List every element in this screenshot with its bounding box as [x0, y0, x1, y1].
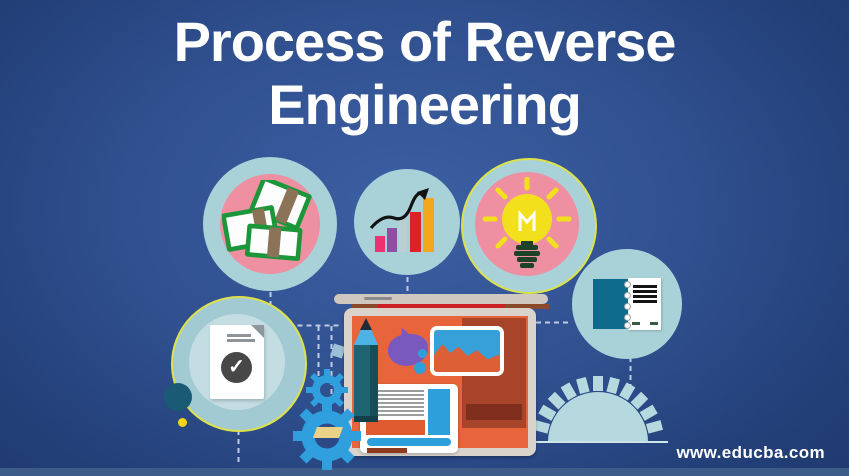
- approved-document-icon: ✓: [210, 325, 264, 399]
- website-url: www.educba.com: [676, 443, 825, 462]
- yellow-dot: [178, 418, 187, 427]
- notebook-text-lines: [633, 285, 657, 305]
- card-blue-block: [428, 389, 450, 435]
- bulb-circle-inner: [475, 172, 579, 276]
- page-fold: [251, 325, 264, 338]
- screen-brown-panel-bar: [466, 404, 522, 420]
- title-line-2: Engineering: [268, 73, 582, 136]
- monitor-top-bar-dash: [364, 297, 392, 300]
- speech-bubble-tail: [398, 325, 414, 341]
- card-text-lines: [375, 390, 424, 417]
- books-icon: [222, 180, 312, 262]
- blue-dot: [414, 362, 426, 374]
- notebook-circle: [572, 249, 682, 359]
- teal-dot: [164, 383, 192, 411]
- bottom-strip: [0, 468, 849, 476]
- monitor-top-bar: [334, 294, 548, 304]
- card-orange-block: [366, 420, 425, 435]
- pencil-lead: [360, 318, 372, 330]
- bulb-circle: [461, 158, 597, 294]
- pencil-body-shade: [370, 345, 378, 416]
- blue-dot: [418, 349, 427, 358]
- spiral-ring: [624, 303, 631, 310]
- spiral-ring: [624, 292, 631, 299]
- doc-text-line: [227, 334, 251, 337]
- notebook-page: [628, 278, 661, 330]
- spiral-ring: [624, 314, 631, 321]
- spiral-ring: [624, 322, 631, 329]
- chart-circle: [354, 169, 460, 275]
- approved-doc-circle: ✓: [171, 296, 307, 432]
- picture-mountains: [434, 344, 500, 372]
- growth-chart-icon: [369, 188, 434, 252]
- approved-doc-circle-inner: ✓: [189, 314, 285, 410]
- title-line-1: Process of Reverse: [173, 10, 677, 73]
- books-circle: [203, 157, 337, 291]
- half-gear-icon: [528, 376, 668, 443]
- card-blue-bar: [367, 438, 451, 446]
- notebook-signature-right: [650, 322, 658, 325]
- notebook-icon: [593, 278, 661, 330]
- lightbulb-icon: [482, 177, 572, 268]
- doc-text-line: [227, 339, 255, 342]
- card-brown-bar: [367, 448, 407, 453]
- picture-sky: [434, 330, 500, 372]
- notebook-signature-left: [632, 322, 640, 325]
- spiral-ring: [624, 281, 631, 288]
- eraser-icon: [312, 427, 344, 438]
- notebook-cover: [593, 279, 628, 329]
- books-circle-inner: [220, 174, 320, 274]
- picture-icon: [430, 326, 504, 376]
- checkmark-icon: ✓: [221, 352, 252, 383]
